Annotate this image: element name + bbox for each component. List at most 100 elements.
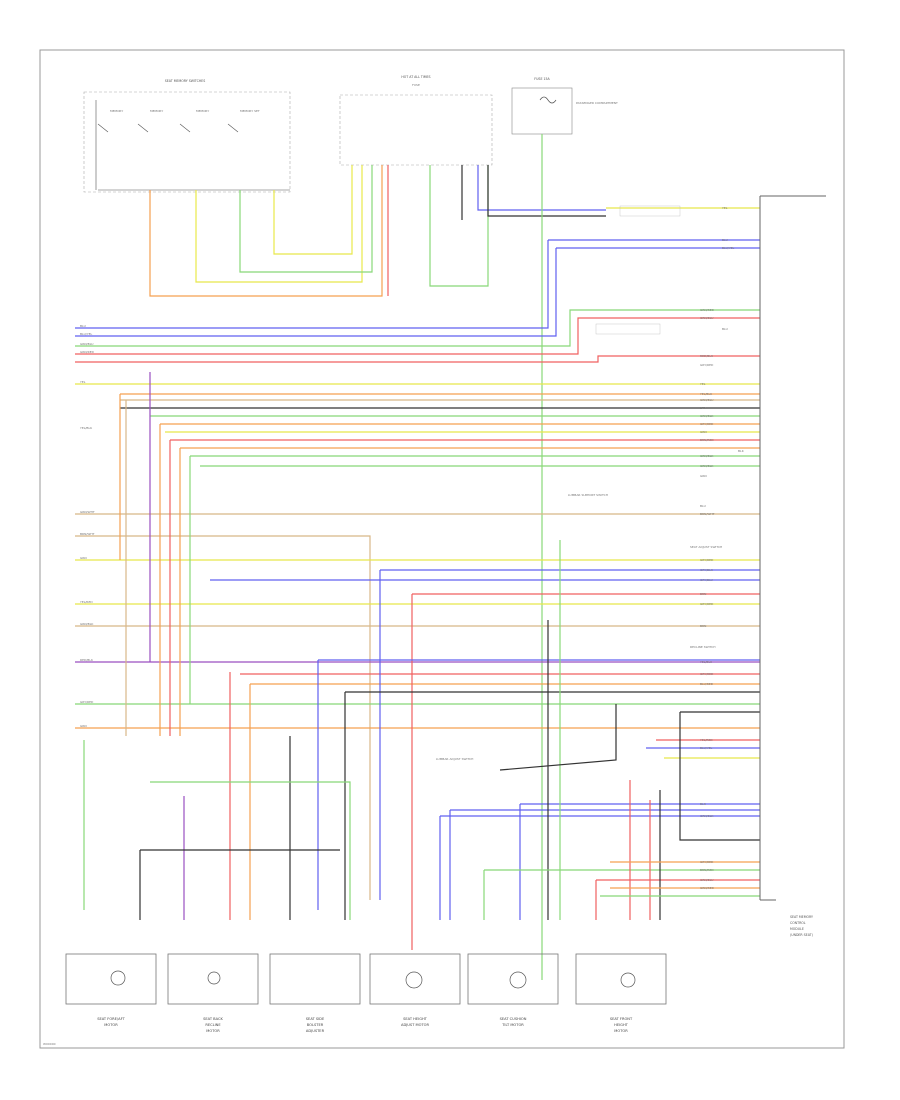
rpin-0: YEL bbox=[722, 206, 728, 210]
motor-4-label-2: ADJUST MOTOR bbox=[401, 1023, 429, 1027]
motor-1-label-1: SEAT FORE/AFT bbox=[97, 1017, 125, 1021]
rpin-21: BRN/WHT bbox=[700, 512, 715, 516]
rpin-32: BLU/YEL bbox=[700, 746, 713, 750]
rpin-30: BLU/RED bbox=[700, 682, 714, 686]
motor-3-label-3: ADJUSTER bbox=[306, 1029, 325, 1033]
rpin-34: GRN/BLK bbox=[700, 814, 714, 818]
left-pin-labels: BLU BLU/YEL GRN/BLU GRN/RED YEL YEL/BLK … bbox=[80, 324, 95, 728]
memory-switch-label: SEAT MEMORY SWITCHES bbox=[165, 79, 205, 83]
rpin-36: BRN/RED bbox=[700, 868, 714, 872]
motor-1-icon bbox=[110, 970, 126, 986]
motor-3-label-1: SEAT SIDE bbox=[306, 1017, 325, 1021]
rpin-27: BRN bbox=[700, 624, 706, 628]
lpin-0: BLU bbox=[80, 324, 86, 328]
right-pin-labels: YEL BLU BLU/YEL GRN/RED GRN/BLU BLU RED/… bbox=[700, 206, 745, 890]
rpin-25: BRN bbox=[700, 592, 706, 596]
top-wires bbox=[149, 165, 760, 980]
rpin-17: BLK bbox=[738, 449, 745, 453]
hot-at-all-times-note: FUSE bbox=[412, 83, 420, 87]
lpin-7: BRN/WHT bbox=[80, 532, 95, 536]
rpin-18: GRN/BLK bbox=[700, 464, 714, 468]
mid-switch-labels: LUMBAR SUPPORT SWITCH SEAT ADJUST SWITCH… bbox=[436, 205, 722, 761]
rpin-15: BRN/RED bbox=[700, 438, 714, 442]
memory-switch-btn-3: MEMORY bbox=[196, 109, 209, 113]
rpin-5: BLU bbox=[722, 327, 728, 331]
motor-4-label-1: SEAT HEIGHT bbox=[403, 1017, 428, 1021]
lpin-1: BLU/YEL bbox=[80, 332, 93, 336]
rpin-16: GRN/BLK bbox=[700, 454, 714, 458]
motor-2-label-3: MOTOR bbox=[206, 1029, 220, 1033]
rpin-26: GRY/RED bbox=[700, 602, 714, 606]
rpin-4: GRN/BLU bbox=[700, 316, 713, 320]
motor-6-label-2: HEIGHT bbox=[614, 1023, 629, 1027]
motor-6-label-3: MOTOR bbox=[614, 1029, 628, 1033]
motor-4: SEAT HEIGHT ADJUST MOTOR bbox=[369, 953, 461, 1027]
rpin-10: GRN/BLU bbox=[700, 398, 713, 402]
motor-5: SEAT CUSHION TILT MOTOR bbox=[467, 953, 559, 1027]
rpin-9: YEL/BLK bbox=[700, 392, 713, 396]
rpin-23: GRY/BLK bbox=[700, 568, 714, 572]
motor-4-icon bbox=[405, 971, 423, 989]
motor-5-label-2: TILT MOTOR bbox=[501, 1023, 524, 1027]
rpin-2: BLU/YEL bbox=[722, 246, 735, 250]
mid-label-1: SEAT ADJUST SWITCH bbox=[690, 545, 722, 549]
hot-at-all-times-block: HOT AT ALL TIMES FUSE bbox=[339, 75, 493, 166]
rpin-22: GRY/RED bbox=[700, 558, 714, 562]
control-module-label-2: CONTROL bbox=[790, 921, 806, 925]
motor-6-label-1: SEAT FRONT bbox=[610, 1017, 633, 1021]
motor-6-icon bbox=[620, 972, 636, 988]
rpin-8: YEL bbox=[700, 382, 706, 386]
fuse-note: PASSENGER COMPARTMENT bbox=[576, 101, 618, 105]
rpin-38: GRN/RED bbox=[700, 886, 715, 890]
memory-switch-block: SEAT MEMORY SWITCHES MEMORY MEMORY MEMOR… bbox=[83, 79, 291, 193]
motor-2: SEAT BACK RECLINE MOTOR bbox=[167, 953, 259, 1033]
lpin-12: GRY/RED bbox=[80, 700, 94, 704]
lpin-3: GRN/RED bbox=[80, 350, 95, 354]
rpin-20: BLU bbox=[700, 504, 706, 508]
lpin-5: YEL/BLK bbox=[80, 426, 93, 430]
motor-5-icon bbox=[509, 971, 527, 989]
rpin-24: GRY/BLU bbox=[700, 578, 713, 582]
figure-code: W00000 bbox=[43, 1042, 56, 1046]
switch-contacts bbox=[95, 100, 290, 191]
control-module-label-3: MODULE bbox=[790, 927, 804, 931]
rpin-14: GRN bbox=[700, 430, 707, 434]
lpin-11: RED/BLK bbox=[80, 658, 94, 662]
lpin-8: GRN bbox=[80, 556, 87, 560]
rpin-6: RED/BLK bbox=[700, 354, 714, 358]
control-module-connector: SEAT MEMORY CONTROL MODULE (UNDER SEAT) bbox=[759, 195, 826, 937]
rpin-3: GRN/RED bbox=[700, 308, 715, 312]
motor-2-label-1: SEAT BACK bbox=[203, 1017, 223, 1021]
rpin-19: GRN bbox=[700, 474, 707, 478]
fuse-label: FUSE 15A bbox=[534, 77, 550, 81]
motor-6: SEAT FRONT HEIGHT MOTOR bbox=[575, 953, 667, 1033]
rpin-11: BRN bbox=[700, 406, 706, 410]
lpin-4: YEL bbox=[80, 380, 86, 384]
motor-5-label-1: SEAT CUSHION bbox=[500, 1017, 527, 1021]
rpin-13: GRY/RED bbox=[700, 422, 714, 426]
motor-wires bbox=[139, 540, 760, 950]
hot-at-all-times-label: HOT AT ALL TIMES bbox=[401, 75, 430, 79]
mid-label-2: RECLINE SWITCH bbox=[690, 645, 716, 649]
motor-1: SEAT FORE/AFT MOTOR bbox=[65, 953, 157, 1027]
fuse-icon bbox=[539, 96, 557, 104]
bottom-motors: SEAT FORE/AFT MOTOR SEAT BACK RECLINE MO… bbox=[65, 953, 667, 1033]
motor-2-icon bbox=[207, 971, 221, 985]
rpin-7: GRY/RED bbox=[700, 363, 714, 367]
motor-3-label-2: BOLSTER bbox=[307, 1023, 324, 1027]
lpin-10: GRN/BLK bbox=[80, 622, 94, 626]
motor-3: SEAT SIDE BOLSTER ADJUSTER bbox=[269, 953, 361, 1033]
diagram-frame bbox=[39, 49, 845, 1049]
mid-label-3: LUMBAR ADJUST SWITCH bbox=[436, 757, 473, 761]
memory-switch-outline bbox=[83, 91, 291, 193]
memory-switch-btn-2: MEMORY bbox=[150, 109, 163, 113]
rpin-31: YEL/RED bbox=[700, 738, 713, 742]
lpin-9: YEL/RED bbox=[80, 600, 93, 604]
memory-switch-btn-4: MEMORY SET bbox=[240, 109, 260, 113]
lpin-2: GRN/BLU bbox=[80, 342, 93, 346]
rpin-29: GRY/RED bbox=[700, 672, 714, 676]
lpin-6: GRN/WHT bbox=[80, 510, 95, 514]
mid-label-0: LUMBAR SUPPORT SWITCH bbox=[568, 493, 608, 497]
motor-2-label-2: RECLINE bbox=[205, 1023, 221, 1027]
